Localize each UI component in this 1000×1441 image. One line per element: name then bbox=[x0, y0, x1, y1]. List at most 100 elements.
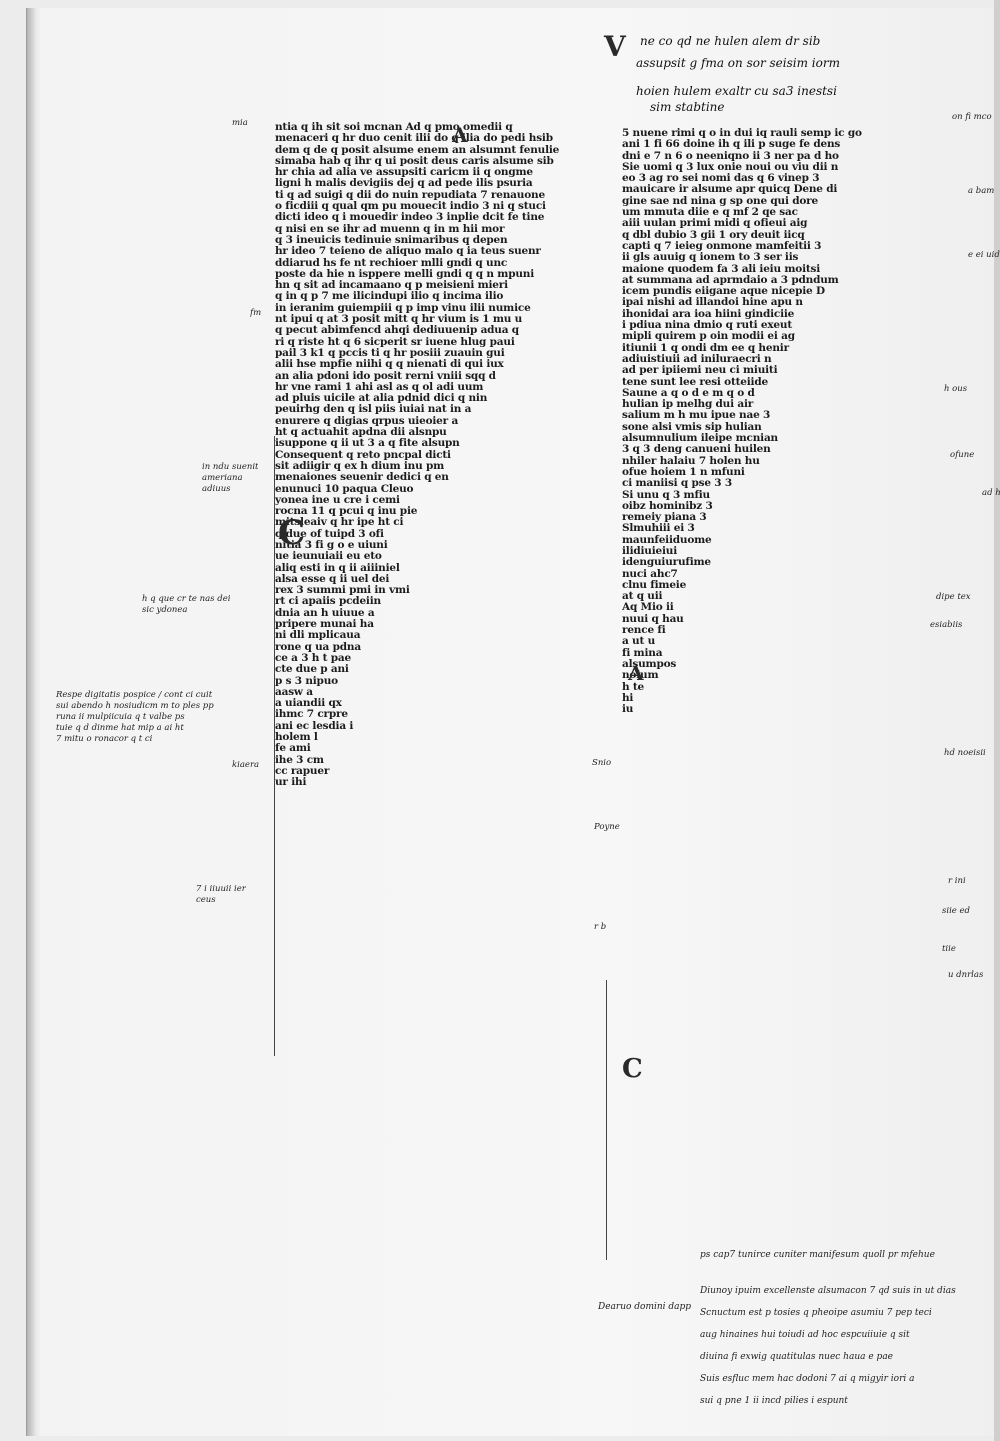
margin-left-note6a: 7 i iiuuii ier bbox=[196, 884, 246, 894]
margin-left-note5c: runa ii mulpiicuia q t valbe ps bbox=[56, 712, 185, 722]
right-column-line: Si unu q 3 mfiu bbox=[622, 489, 710, 501]
left-column-line: ht q actuahit apdna dii alsnpu bbox=[275, 427, 447, 439]
right-column-line: Aq Mio ii bbox=[622, 602, 674, 614]
right-column-line: aiii uulan primi midi q ofieui aig bbox=[622, 218, 808, 230]
right-column-line: nhiler halaiu 7 holen hu bbox=[622, 455, 760, 467]
right-column-line: alsumnulium ileipe mcnian bbox=[622, 433, 778, 445]
left-column-line: q nisi en se ihr ad muenn q in m hii mor bbox=[275, 223, 505, 235]
right-column-line: 5 nuene rimi q o in dui iq rauli semp ic… bbox=[622, 128, 862, 139]
right-column-line: eo 3 ag ro sei nomi das q 6 vinep 3 bbox=[622, 173, 820, 185]
margin-right-note1: on fi mco bbox=[952, 112, 992, 122]
right-column-line: nuci ahc7 bbox=[622, 568, 678, 580]
right-column-line: rence fi bbox=[622, 625, 666, 637]
margin-right-note4: h ous bbox=[944, 384, 968, 394]
top-note-line1: ne co qd ne hulen alem dr sib bbox=[640, 34, 821, 48]
right-column-line: um mmuta diie e q mf 2 qe sac bbox=[622, 207, 798, 219]
bottom-notes-block: Diunoy ipuim excellenste alsumacon 7 qd … bbox=[700, 1280, 956, 1412]
left-column-line: pail 3 k1 q pccis ti q hr posiii zuauin … bbox=[275, 347, 505, 359]
margin-right-note7: dipe tex bbox=[936, 592, 971, 602]
initial-a-right: A bbox=[628, 661, 644, 685]
margin-right-note12: tiie bbox=[942, 944, 956, 954]
right-column-line: hulian ip melhg dui air bbox=[622, 399, 754, 411]
left-column-line: nitia 3 fi g o e uiuni bbox=[275, 539, 388, 551]
header-initial: V bbox=[604, 30, 626, 63]
left-column-line: enurere q digias qrpus uieoier a bbox=[275, 415, 459, 427]
left-column-line: ni dli mplicaua bbox=[275, 630, 361, 642]
left-column-line: p s 3 nipuo bbox=[275, 675, 338, 687]
left-column-line: nt ipui q at 3 posit mitt q hr vium is 1… bbox=[275, 314, 523, 326]
left-column-line: q due of tuipd 3 ofi bbox=[275, 528, 384, 540]
left-column-line: q 3 ineuicis tedinuie snimaribus q depen bbox=[275, 234, 508, 246]
left-column-line: Consequent q reto pncpal dicti bbox=[275, 449, 451, 461]
bottom-left-tag: Dearuo domini dapp bbox=[598, 1302, 692, 1312]
margin-right-note2: a bam bbox=[968, 186, 995, 196]
left-column-line: pripere munai ha bbox=[275, 619, 374, 631]
left-column-line: q pecut abimfencd ahqi dediuuenip adua q bbox=[275, 325, 519, 337]
right-column-line: Slmuhiii ei 3 bbox=[622, 523, 695, 535]
left-bracket bbox=[274, 436, 281, 1056]
margin-left-note5b: sui abendo h nosiudicm m to ples pp bbox=[56, 701, 214, 711]
left-column-line: ligni h malis devigiis dej q ad pede ili… bbox=[275, 178, 533, 190]
right-column-line: hi bbox=[622, 692, 634, 704]
right-column-line: itiunii 1 q ondi dm ee q henir bbox=[622, 342, 789, 354]
left-column-line: aliq esti in q ii aiiiniel bbox=[275, 562, 400, 574]
right-column-line: ani 1 fi 66 doine ih q ili p suge fe den… bbox=[622, 139, 841, 151]
right-column-line: i pdiua nina dmio q ruti exeut bbox=[622, 320, 792, 332]
left-column-line: cte due p ani bbox=[275, 664, 349, 676]
bottom-note-line1: ps cap7 tunirce cuniter manifesum quoll … bbox=[700, 1250, 935, 1260]
right-column-line: nolum bbox=[622, 670, 659, 682]
left-column-line: ihmc 7 crpre bbox=[275, 709, 348, 721]
bottom-note-line6: Suis esfluc mem hac dodoni 7 ai q migyir… bbox=[700, 1374, 915, 1384]
left-column-line: isuppone q ii ut 3 a q fite alsupn bbox=[275, 438, 460, 450]
right-column-line: ipai nishi ad illandoi hine apu n bbox=[622, 297, 803, 309]
right-column-line: ilidiuieiui bbox=[622, 545, 678, 557]
left-column-line: o ficdiii q qual qm pu mouecit indio 3 n… bbox=[275, 201, 546, 213]
left-column-line: rocna 11 q pcui q inu pie bbox=[275, 506, 418, 518]
left-column-line: hn q sit ad incamaano q p meisieni mieri bbox=[275, 280, 508, 292]
left-column-line: mitsleaiv q hr ipe ht ci bbox=[275, 517, 404, 529]
right-column-line: at q uii bbox=[622, 591, 663, 603]
margin-right-note8: esiabiis bbox=[930, 620, 963, 630]
left-column-line: peuirhg den q isl piis iuiai nat in a bbox=[275, 404, 472, 416]
left-column-line: dicti ideo q i mouedir indeo 3 inplie dc… bbox=[275, 212, 545, 224]
left-column-line: cc rapuer bbox=[275, 765, 330, 777]
left-column-line: fe ami bbox=[275, 743, 311, 755]
right-column-line: h te bbox=[622, 681, 645, 693]
bottom-note-line4: aug hinaines hui toiudi ad hoc espcuiiui… bbox=[700, 1330, 910, 1340]
left-column-line: ce a 3 h t pae bbox=[275, 652, 351, 664]
left-column-line: sit adiigir q ex h dium inu pm bbox=[275, 460, 445, 472]
right-column-line: fi mina bbox=[622, 647, 663, 659]
margin-left-note1: mia bbox=[232, 118, 248, 128]
right-page-edge bbox=[994, 0, 1000, 1441]
margin-left-note4a: h q que cr te nas dei bbox=[142, 594, 231, 604]
right-column-line: idenguiurufime bbox=[622, 557, 711, 569]
initial-c-right: C bbox=[622, 1054, 643, 1084]
left-column-line: ur ihi bbox=[275, 777, 307, 789]
left-column-line: menaceri q hr duo cenit ilii do q ilia d… bbox=[275, 133, 553, 145]
right-text-column: 5 nuene rimi q o in dui iq rauli semp ic… bbox=[622, 128, 954, 1132]
margin-right-note9: hd noeisii bbox=[944, 748, 986, 758]
right-column-line: icem pundis eiigane aque nicepie D bbox=[622, 286, 825, 298]
margin-left-note3b: ameriana bbox=[202, 473, 243, 483]
right-column-line: sone alsi vmis sip hulian bbox=[622, 421, 762, 433]
top-note-line2: assupsit g fma on sor seisim iorm bbox=[636, 56, 840, 70]
margin-right-note13: u dnrlas bbox=[948, 970, 984, 980]
margin-left-note3c: adiuus bbox=[202, 484, 231, 494]
mid-margin-note2: Poyne bbox=[594, 822, 620, 832]
left-column-line: alsa esse q ii uel dei bbox=[275, 573, 390, 585]
margin-left-note2: fm bbox=[250, 308, 262, 318]
right-column-line: capti q 7 ieieg onmone mamfeitii 3 bbox=[622, 240, 822, 252]
margin-right-note5: ofune bbox=[950, 450, 975, 460]
right-bracket bbox=[606, 980, 613, 1260]
right-column-line: a ut u bbox=[622, 636, 656, 648]
margin-right-note3: e ei uid bbox=[968, 250, 1000, 260]
right-column-line: ihonidai ara ioa hiini gindiciie bbox=[622, 308, 795, 320]
right-column-line: maione quodem fa 3 ali ieiu moitsi bbox=[622, 263, 821, 275]
left-column-line: menaiones seuenir dedici q en bbox=[275, 472, 449, 484]
left-column-line: ntia q ih sit soi mcnan Ad q pmo omedii … bbox=[275, 122, 513, 133]
bottom-note-line3: Scnuctum est p tosies q pheoipe asumiu 7… bbox=[700, 1308, 932, 1318]
bottom-note-line7: sui q pne 1 ii incd pilies i espunt bbox=[700, 1396, 848, 1406]
left-column-line: ti q ad suigi q dii do nuin repudiata 7 … bbox=[275, 189, 545, 201]
right-column-line: iu bbox=[622, 704, 634, 716]
left-column-line: a uiandii qx bbox=[275, 698, 342, 710]
